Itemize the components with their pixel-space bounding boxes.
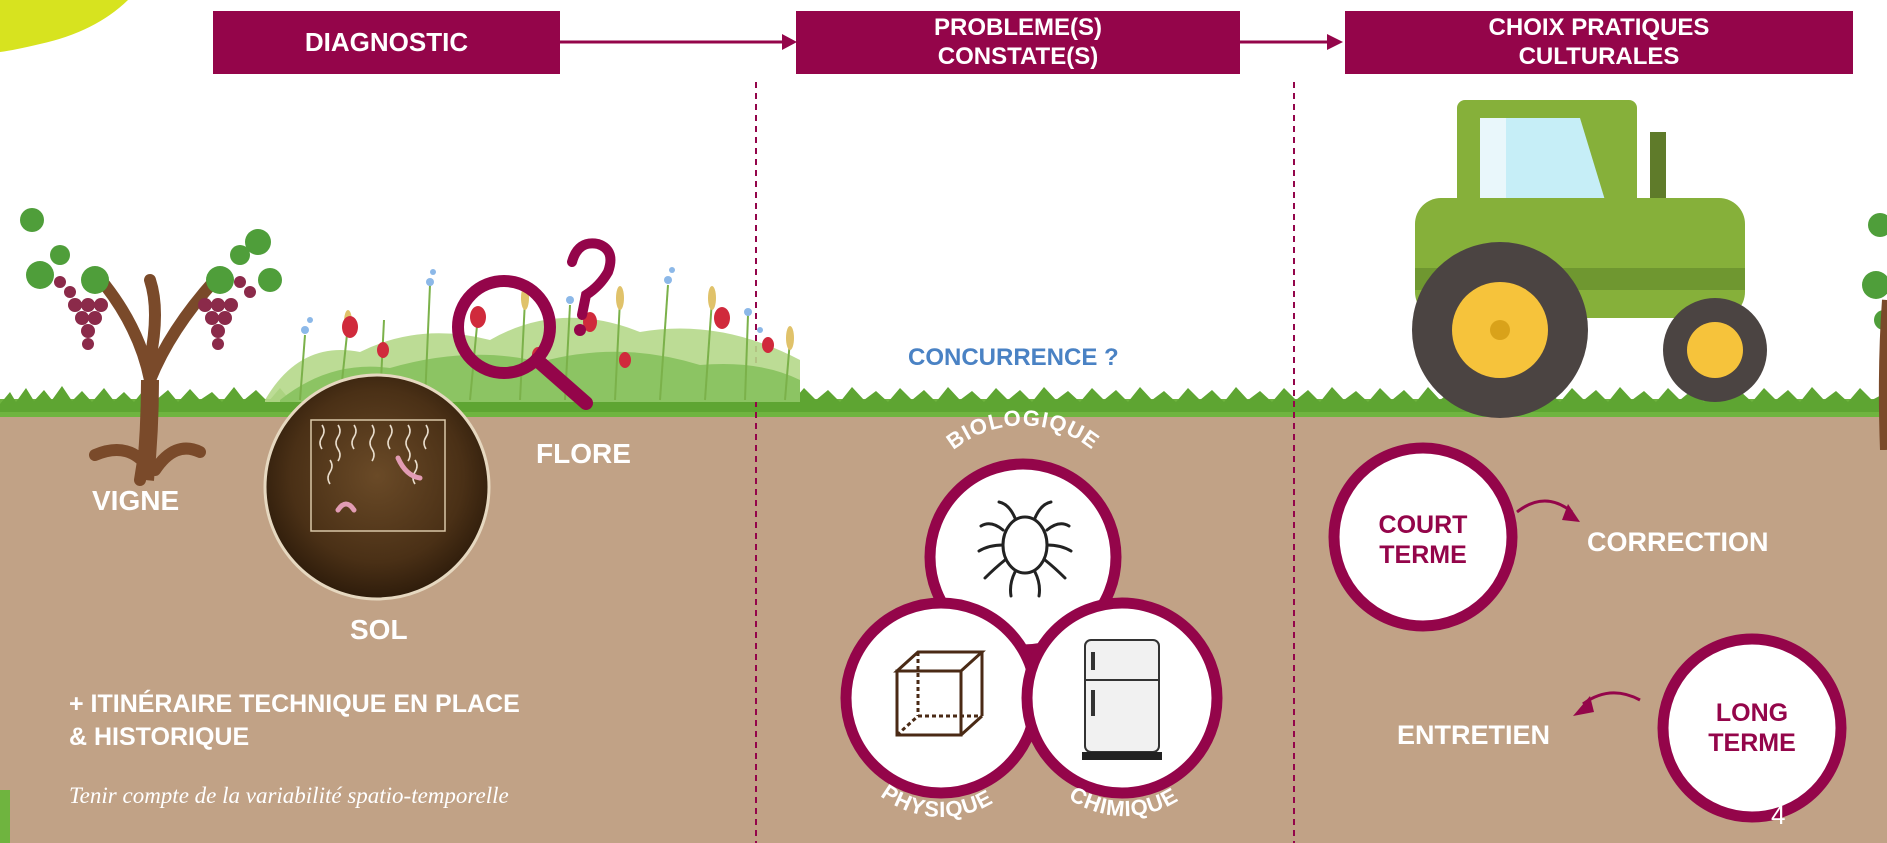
label-vigne: VIGNE — [92, 485, 180, 516]
header-probleme: PROBLEME(S) CONSTATE(S) — [796, 11, 1240, 74]
soil-core-icon — [263, 373, 491, 601]
header-choix: CHOIX PRATIQUES CULTURALES — [1345, 11, 1853, 74]
label-correction: CORRECTION — [1587, 527, 1769, 557]
tractor-icon — [1412, 100, 1767, 418]
header-diagnostic: DIAGNOSTIC — [213, 11, 560, 74]
label-entretien: ENTRETIEN — [1397, 720, 1551, 750]
header-choix-line2: CULTURALES — [1518, 42, 1680, 70]
header-probleme-line1: PROBLEME(S) — [934, 13, 1102, 41]
label-long-terme: LONG TERME — [1682, 698, 1822, 758]
arrow-correction — [1516, 499, 1580, 522]
magnifier-icon — [452, 275, 593, 410]
circle-court-terme — [1328, 442, 1518, 632]
long-terme-line1: LONG — [1715, 699, 1789, 727]
label-concurrence: CONCURRENCE ? — [908, 344, 1119, 371]
question-mark-icon — [567, 238, 616, 336]
bug-icon — [977, 500, 1073, 598]
label-court-terme: COURT TERME — [1353, 510, 1493, 570]
circle-physique — [840, 597, 1042, 799]
label-itineraire-line2: & HISTORIQUE — [69, 723, 250, 751]
circle-long-terme — [1657, 633, 1847, 823]
court-terme-line1: COURT — [1378, 511, 1468, 539]
vine-icon — [20, 208, 282, 486]
label-sol: SOL — [350, 614, 408, 645]
fridge-icon — [1082, 639, 1162, 760]
page-number: 4 — [1771, 800, 1786, 830]
cube-icon — [893, 650, 986, 737]
label-flore: FLORE — [536, 438, 631, 469]
arrow-entretien — [1573, 691, 1641, 716]
header-arrow-1 — [560, 34, 797, 50]
label-itineraire-line1: + ITINÉRAIRE TECHNIQUE EN PLACE — [69, 690, 520, 718]
note-variabilite: Tenir compte de la variabilité spatio-te… — [69, 783, 509, 808]
vine-right-partial — [1862, 213, 1887, 450]
long-terme-line2: TERME — [1708, 729, 1796, 757]
corner-blob — [0, 0, 128, 52]
header-diagnostic-label: DIAGNOSTIC — [304, 26, 469, 57]
bottom-left-stripe — [0, 790, 10, 843]
header-probleme-line2: CONSTATE(S) — [937, 42, 1099, 70]
court-terme-line2: TERME — [1379, 541, 1467, 569]
header-arrow-2 — [1240, 34, 1343, 50]
header-choix-line1: CHOIX PRATIQUES — [1488, 13, 1710, 41]
